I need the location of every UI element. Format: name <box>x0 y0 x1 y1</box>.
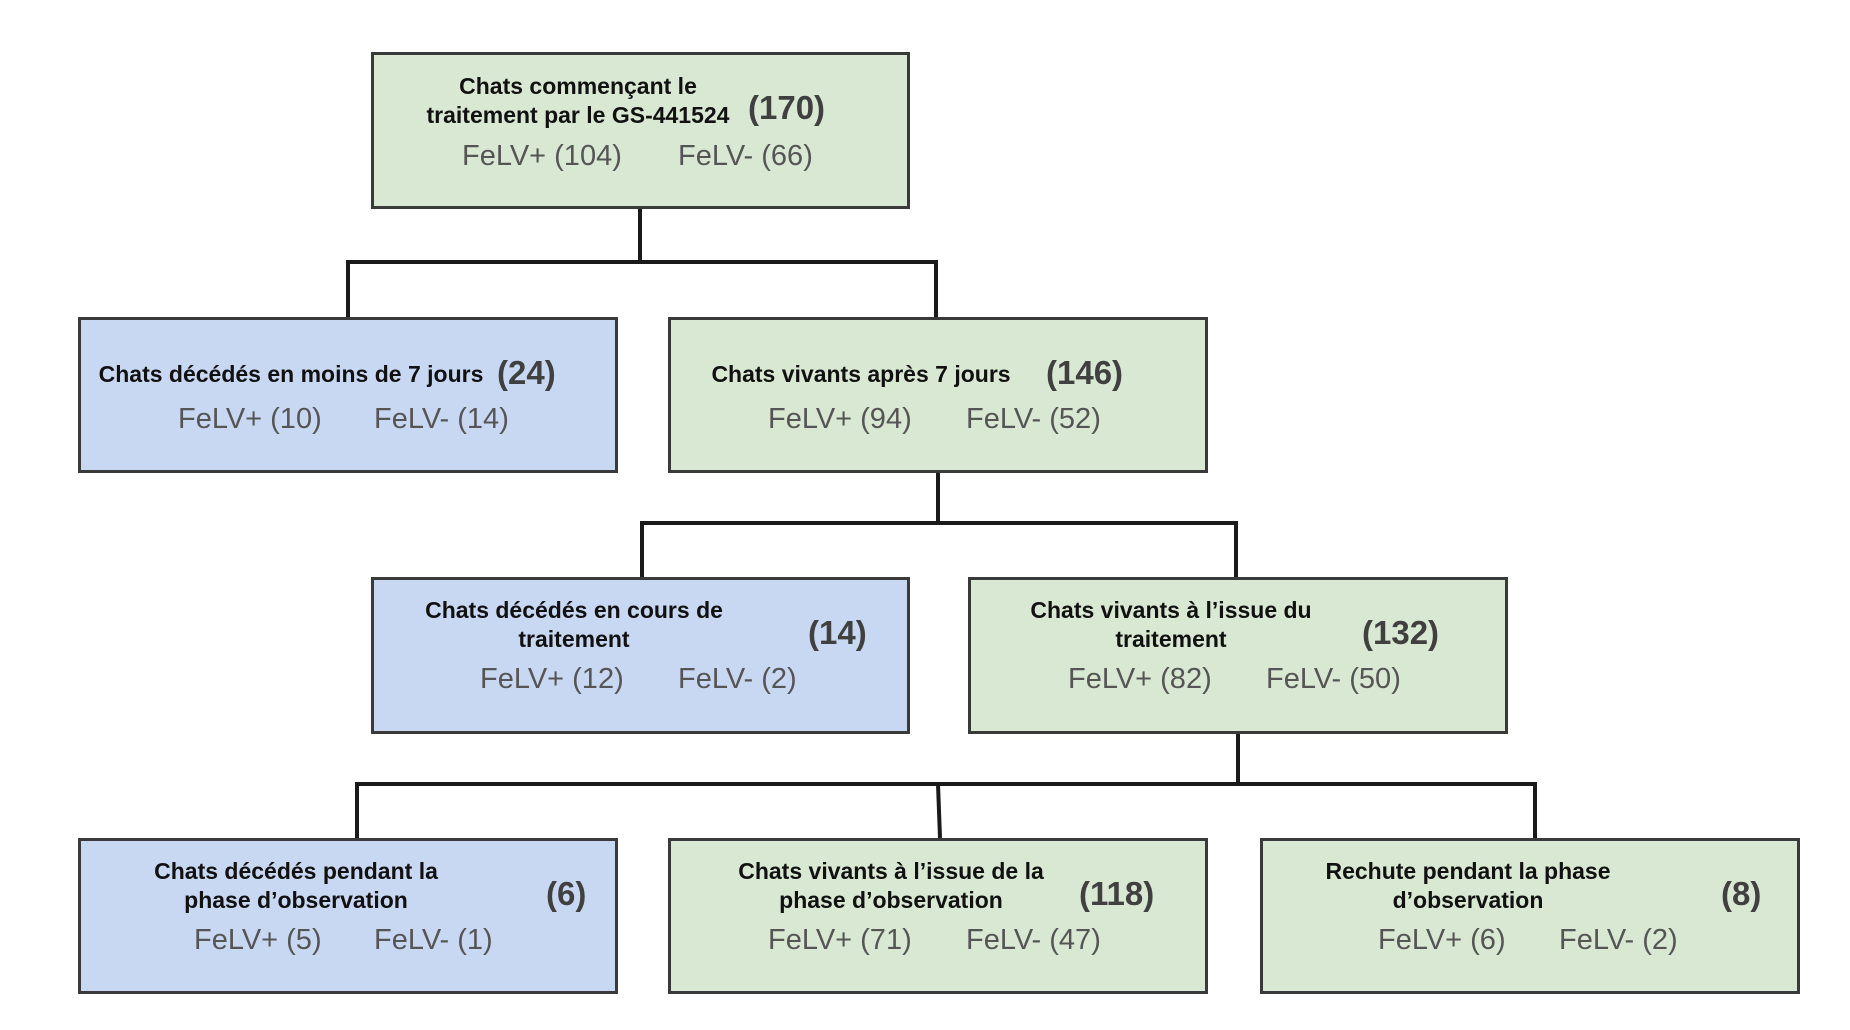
node-died-7days-felv-positive: FeLV+ (10) <box>178 403 322 435</box>
node-start: Chats commençant le traitement par le GS… <box>371 52 910 209</box>
node-died-observation-felv-negative: FeLV- (1) <box>374 924 493 956</box>
node-died-treatment-felv-negative: FeLV- (2) <box>678 663 797 695</box>
node-alive-observation-felv-negative: FeLV- (47) <box>966 924 1101 956</box>
node-alive-observation-title-line2: phase d’observation <box>779 887 1003 913</box>
node-alive-7days-title: Chats vivants après 7 jours <box>711 361 1011 387</box>
node-died-treatment-felv-positive: FeLV+ (12) <box>480 663 624 695</box>
node-died-observation: Chats décédés pendant la phase d’observa… <box>78 838 618 994</box>
node-died-7days-count: (24) <box>497 354 556 391</box>
node-died-observation-felv-positive: FeLV+ (5) <box>194 924 322 956</box>
node-died-7days-felv-negative: FeLV- (14) <box>374 403 509 435</box>
node-alive-7days-felv-positive: FeLV+ (94) <box>768 403 912 435</box>
node-alive-7days-felv-negative: FeLV- (52) <box>966 403 1101 435</box>
node-alive-treatment-felv-positive: FeLV+ (82) <box>1068 663 1212 695</box>
node-relapse-observation-felv-positive: FeLV+ (6) <box>1378 924 1506 956</box>
node-start-title-line2: traitement par le GS-441524 <box>426 102 730 128</box>
node-died-observation-title-line2: phase d’observation <box>184 887 408 913</box>
node-alive-observation-felv-positive: FeLV+ (71) <box>768 924 912 956</box>
node-alive-observation-title-line1: Chats vivants à l’issue de la <box>738 858 1044 884</box>
node-start-title-line1: Chats commençant le <box>459 73 697 99</box>
node-alive-treatment-count: (132) <box>1362 614 1440 651</box>
node-relapse-observation: Rechute pendant la phase d’observation (… <box>1260 838 1800 994</box>
node-died-observation-count: (6) <box>546 875 587 912</box>
node-relapse-observation-title-line1: Rechute pendant la phase <box>1325 858 1611 884</box>
node-died-treatment-title-line1: Chats décédés en cours de <box>425 597 723 623</box>
node-alive-treatment-felv-negative: FeLV- (50) <box>1266 663 1401 695</box>
node-alive-observation: Chats vivants à l’issue de la phase d’ob… <box>668 838 1208 994</box>
node-alive-7days: Chats vivants après 7 jours (146) FeLV+ … <box>668 317 1208 473</box>
node-relapse-observation-felv-negative: FeLV- (2) <box>1559 924 1678 956</box>
node-died-7days: Chats décédés en moins de 7 jours (24) F… <box>78 317 618 473</box>
node-alive-treatment-title-line2: traitement <box>1115 626 1227 652</box>
node-died-7days-title: Chats décédés en moins de 7 jours <box>98 361 484 387</box>
node-alive-observation-count: (118) <box>1079 875 1155 912</box>
node-alive-treatment: Chats vivants à l’issue du traitement (1… <box>968 577 1508 734</box>
node-alive-7days-count: (146) <box>1046 354 1124 391</box>
node-relapse-observation-title-line2: d’observation <box>1392 887 1544 913</box>
node-died-treatment: Chats décédés en cours de traitement (14… <box>371 577 910 734</box>
node-relapse-observation-count: (8) <box>1721 875 1762 912</box>
node-start-count: (170) <box>748 89 826 126</box>
node-died-observation-title-line1: Chats décédés pendant la <box>154 858 438 884</box>
node-alive-treatment-title-line1: Chats vivants à l’issue du <box>1030 597 1312 623</box>
node-died-treatment-title-line2: traitement <box>518 626 630 652</box>
node-died-treatment-count: (14) <box>808 614 867 651</box>
edge-alivetreat-to-alive-observation <box>936 783 942 839</box>
node-start-felv-negative: FeLV- (66) <box>678 140 813 172</box>
node-start-felv-positive: FeLV+ (104) <box>462 140 622 172</box>
